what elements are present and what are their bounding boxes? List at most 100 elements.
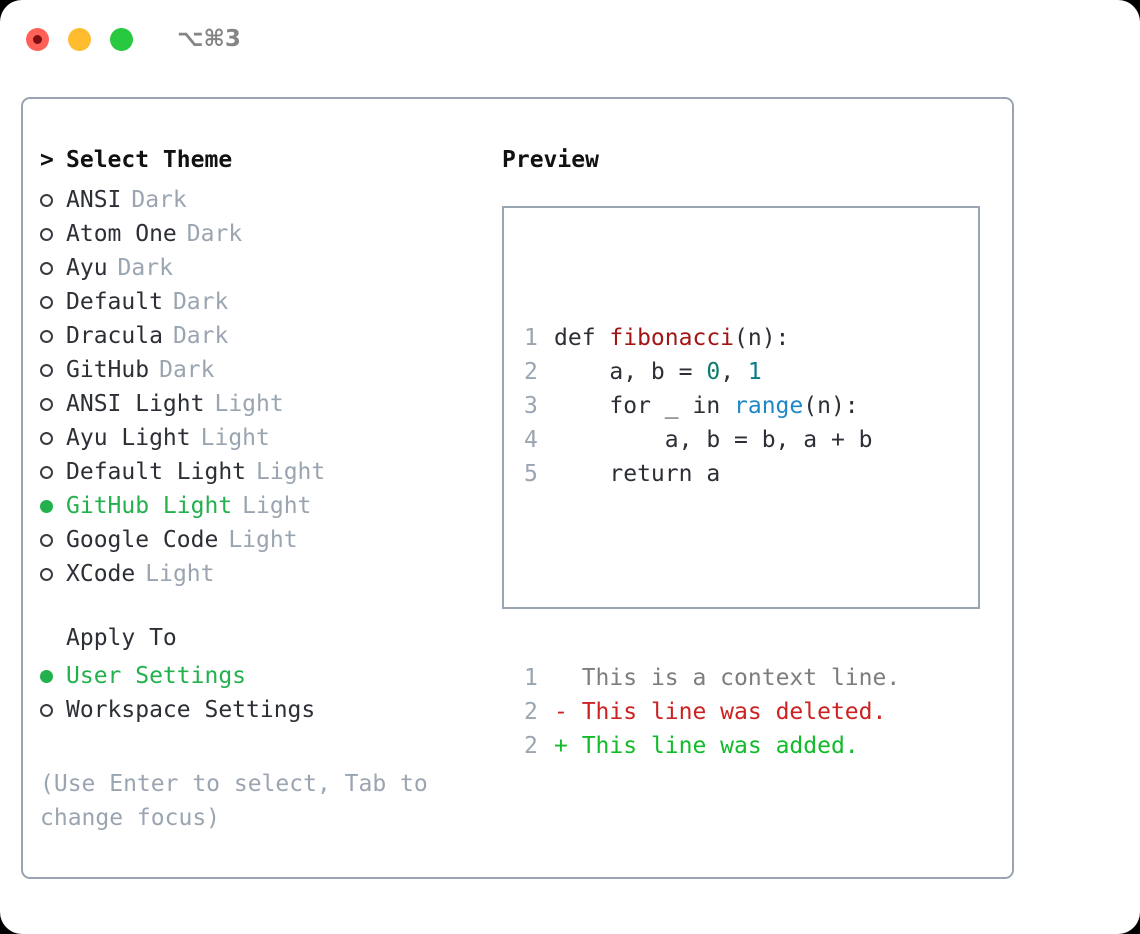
apply-to-heading: Apply To [40,625,490,659]
line-number: 2 [524,733,538,759]
diff-text: This line was added. [581,733,859,759]
code-line: 3 for _ in range(n): [524,389,900,423]
radio-unselected-icon[interactable] [40,421,66,455]
code-token: , [720,359,748,385]
theme-list-item[interactable]: Google Code Light [40,523,490,557]
radio-selected-icon[interactable] [40,489,66,523]
bullet-shape [40,533,53,547]
theme-name: ANSI [66,186,122,213]
radio-unselected-icon[interactable] [40,183,66,217]
code-token: a, b = [554,359,707,385]
theme-variant-tag: Light [145,560,215,587]
bullet-shape [40,397,53,411]
code-token: def [554,325,610,351]
code-token: (n): [734,325,790,351]
line-number: 1 [524,665,538,691]
radio-unselected-icon[interactable] [40,353,66,387]
theme-variant-tag: Light [228,526,298,553]
apply-to-name: Workspace Settings [66,696,316,723]
theme-variant-tag: Dark [159,356,215,383]
title-bar: ⌥⌘3 [0,0,1140,78]
theme-list-item[interactable]: Default Light Light [40,455,490,489]
hint-spacer [40,727,490,761]
close-window-button[interactable] [26,27,49,51]
apply-to-item[interactable]: User Settings [40,659,490,693]
line-number: 1 [524,325,538,351]
radio-unselected-icon[interactable] [40,523,66,557]
bullet-shape [40,431,53,445]
theme-name: Default [66,288,163,315]
line-number: 3 [524,393,538,419]
apply-to-name: User Settings [66,662,247,689]
diff-text: This is a context line. [581,665,901,691]
code-token: fibonacci [609,325,735,351]
theme-name: Google Code [66,526,219,553]
line-number: 2 [524,359,538,385]
diff-line: 2 + This line was added. [524,729,900,763]
radio-unselected-icon[interactable] [40,557,66,591]
minimize-window-button[interactable] [68,27,91,51]
theme-variant-tag: Dark [117,254,173,281]
line-number: 5 [524,461,538,487]
radio-unselected-icon[interactable] [40,285,66,319]
code-token: a, b = b, a + b [554,427,873,453]
code-line: 5 return a [524,457,900,491]
line-number: 4 [524,427,538,453]
radio-selected-icon[interactable] [40,659,66,693]
keyboard-shortcut-label: ⌥⌘3 [177,26,241,52]
theme-variant-tag: Dark [172,322,229,349]
zoom-window-button[interactable] [110,27,133,51]
theme-name: Atom One [66,220,177,247]
radio-unselected-icon[interactable] [40,217,66,251]
theme-name: ANSI Light [66,390,205,417]
theme-variant-tag: Light [256,458,326,485]
theme-list-item[interactable]: ANSI Dark [40,183,490,217]
radio-unselected-icon[interactable] [40,387,66,421]
code-token: 0 [706,359,721,385]
theme-name: Default Light [66,458,247,485]
theme-name: Dracula [66,322,163,349]
code-token: return a [554,461,721,487]
radio-unselected-icon[interactable] [40,251,66,285]
bullet-shape [40,703,53,717]
diff-marker: + [554,733,582,759]
apply-to-item[interactable]: Workspace Settings [40,693,490,727]
code-token: range [734,393,804,419]
theme-variant-tag: Dark [186,220,243,247]
bullet-shape [40,261,53,275]
theme-variant-tag: Light [200,424,270,451]
theme-list-item[interactable]: Atom One Dark [40,217,490,251]
keyboard-hint-text: (Use Enter to select, Tab to change focu… [40,771,428,831]
diff-line: 2- This line was deleted. [524,695,900,729]
page-title: Select Theme [66,147,233,173]
theme-variant-tag: Light [242,492,312,519]
bullet-shape [40,499,53,513]
bullet-shape [40,669,53,683]
bullet-shape [40,227,53,241]
radio-unselected-icon[interactable] [40,319,66,353]
radio-unselected-icon[interactable] [40,693,66,727]
bullet-shape [40,193,53,207]
radio-unselected-icon[interactable] [40,455,66,489]
code-line: 2 a, b = 0, 1 [524,355,900,389]
bullet-shape [40,363,53,377]
bullet-shape [40,465,53,479]
close-icon [33,34,42,44]
traffic-light-dots [26,27,133,51]
theme-list-item[interactable]: Dracula Dark [40,319,490,353]
code-token: 1 [747,359,762,385]
theme-variant-tag: Dark [131,186,187,213]
apply-to-label: Apply To [66,625,177,651]
